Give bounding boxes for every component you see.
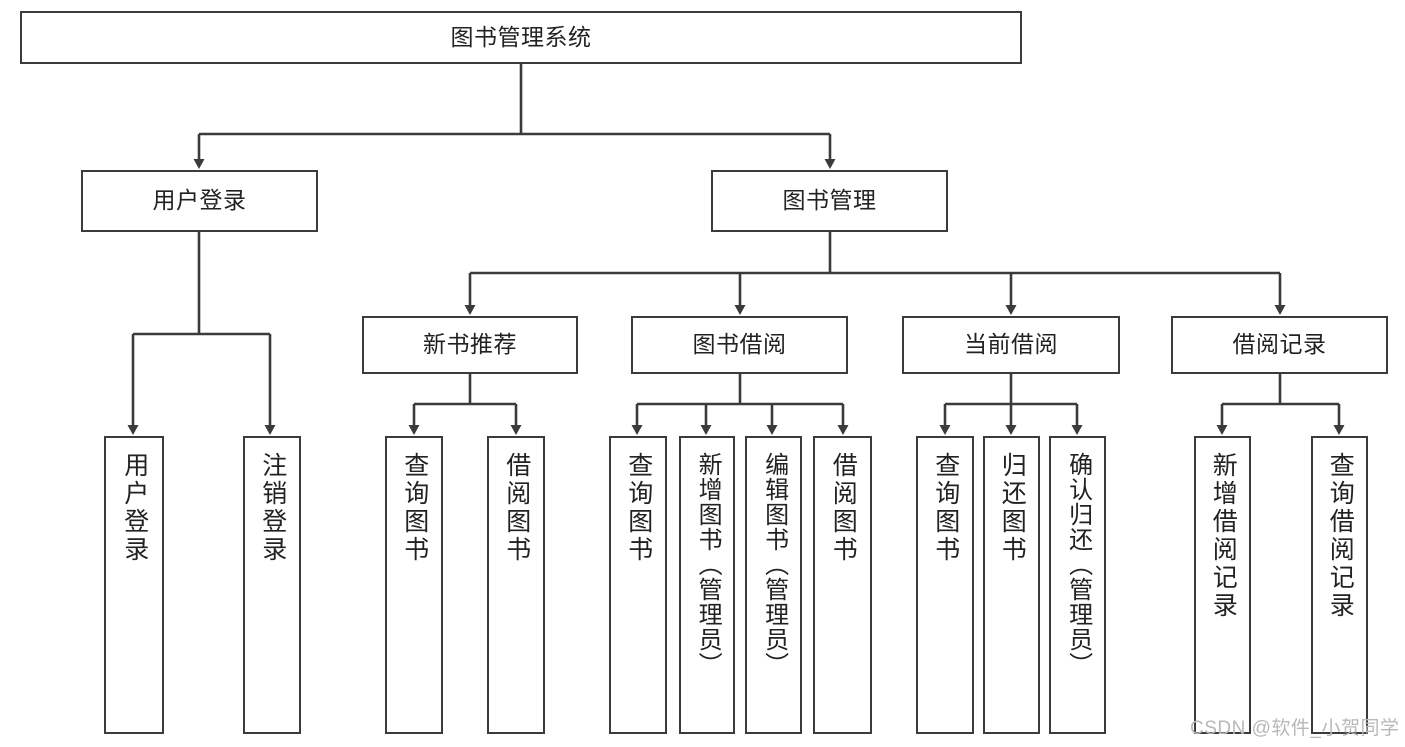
node-leaf-query-record-label: 查询借阅记录 (1326, 452, 1355, 620)
node-root[interactable]: 图书管理系统 (20, 11, 1022, 64)
node-book-borrow-label: 图书借阅 (692, 331, 787, 358)
node-user-login-label: 用户登录 (152, 187, 247, 214)
node-leaf-return-book-label: 归还图书 (998, 452, 1027, 564)
node-current-borrow-label: 当前借阅 (964, 331, 1058, 358)
node-leaf-query-book-2-label: 查询图书 (624, 452, 653, 564)
node-leaf-logout-label: 注销登录 (258, 452, 287, 564)
node-leaf-borrow-book-1-label: 借阅图书 (502, 452, 531, 564)
node-leaf-query-record[interactable]: 查询借阅记录 (1311, 436, 1368, 734)
node-new-book-rec[interactable]: 新书推荐 (362, 316, 578, 374)
node-leaf-add-record-label: 新增借阅记录 (1209, 452, 1238, 620)
node-user-login[interactable]: 用户登录 (81, 170, 318, 232)
node-leaf-query-book-3[interactable]: 查询图书 (916, 436, 974, 734)
node-borrow-record[interactable]: 借阅记录 (1171, 316, 1388, 374)
node-leaf-confirm-return[interactable]: 确认归还（管理员） (1049, 436, 1106, 734)
node-book-manage-label: 图书管理 (782, 187, 877, 214)
node-current-borrow[interactable]: 当前借阅 (902, 316, 1120, 374)
node-leaf-edit-book-label: 编辑图书（管理员） (760, 452, 788, 677)
node-leaf-confirm-return-label: 确认归还（管理员） (1064, 452, 1092, 677)
node-book-manage[interactable]: 图书管理 (711, 170, 948, 232)
node-leaf-query-book-3-label: 查询图书 (931, 452, 960, 564)
node-book-borrow[interactable]: 图书借阅 (631, 316, 848, 374)
node-leaf-borrow-book-2[interactable]: 借阅图书 (813, 436, 872, 734)
node-leaf-borrow-book-1[interactable]: 借阅图书 (487, 436, 545, 734)
node-leaf-query-book-1[interactable]: 查询图书 (385, 436, 443, 734)
node-leaf-edit-book[interactable]: 编辑图书（管理员） (745, 436, 802, 734)
node-leaf-query-book-1-label: 查询图书 (400, 452, 429, 564)
node-leaf-add-record[interactable]: 新增借阅记录 (1194, 436, 1251, 734)
node-leaf-logout[interactable]: 注销登录 (243, 436, 301, 734)
node-leaf-borrow-book-2-label: 借阅图书 (829, 452, 858, 564)
node-leaf-user-login-label: 用户登录 (120, 452, 149, 564)
node-borrow-record-label: 借阅记录 (1232, 331, 1327, 358)
watermark: CSDN @软件_小贺同学 (1190, 718, 1400, 739)
node-leaf-add-book[interactable]: 新增图书（管理员） (679, 436, 735, 734)
node-leaf-user-login[interactable]: 用户登录 (104, 436, 164, 734)
node-new-book-rec-label: 新书推荐 (423, 331, 517, 358)
node-root-label: 图书管理系统 (450, 23, 592, 50)
node-leaf-return-book[interactable]: 归还图书 (983, 436, 1040, 734)
node-leaf-add-book-label: 新增图书（管理员） (694, 452, 722, 677)
node-leaf-query-book-2[interactable]: 查询图书 (609, 436, 667, 734)
